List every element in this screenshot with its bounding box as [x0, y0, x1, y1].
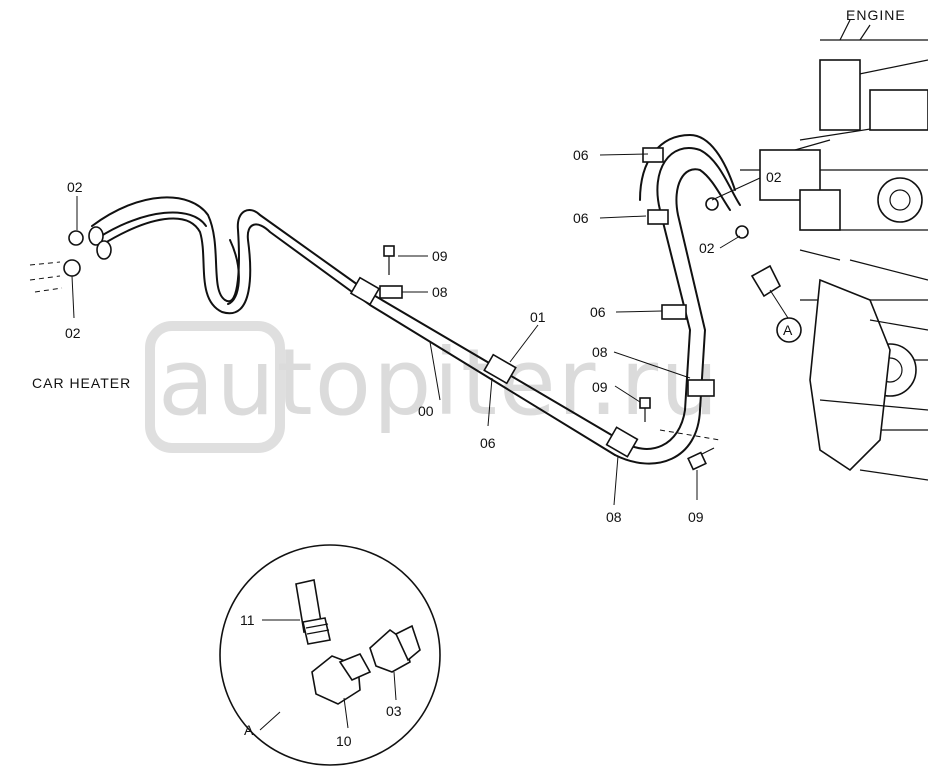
label-part-09-lower: 09 — [688, 509, 704, 525]
hose-end-lower — [96, 240, 112, 260]
label-part-10: 10 — [336, 733, 352, 749]
bolt-09-mid-head — [639, 397, 651, 409]
leader-lines — [71, 153, 761, 731]
label-part-09-upper: 09 — [432, 248, 448, 264]
clamp-06-center — [483, 353, 517, 385]
bolt-09-upper-head — [383, 245, 395, 257]
detail-a-view — [219, 544, 441, 766]
clamp-06-mid — [647, 209, 669, 225]
hose-band-02-top — [68, 230, 84, 246]
clamp-06-left — [349, 276, 381, 306]
main-hose — [614, 134, 741, 465]
engine-filter — [819, 59, 861, 131]
part-03-thread — [394, 624, 421, 662]
detail-callout: A — [769, 289, 802, 343]
label-part-02-bottom: 02 — [65, 325, 81, 341]
label-part-08-right: 08 — [592, 344, 608, 360]
hose-band-02-engine-a — [705, 197, 719, 211]
hose-end-upper — [88, 226, 104, 246]
label-part-06-center: 06 — [480, 435, 496, 451]
engine-head — [869, 89, 928, 131]
hose-band-02-bottom — [63, 259, 81, 277]
engine-thermostat — [799, 189, 841, 231]
label-part-08-lower: 08 — [606, 509, 622, 525]
clamp-08-lower — [605, 426, 639, 458]
detail-ref-circle — [776, 317, 802, 343]
engine-fan-blade — [809, 278, 891, 472]
label-part-11: 11 — [240, 612, 255, 628]
label-part-02-top: 02 — [67, 179, 83, 195]
clamp-06-low — [661, 304, 687, 320]
label-part-03: 03 — [386, 703, 402, 719]
labels: ENGINE CAR HEATER 02 02 02 02 09 08 01 0… — [32, 7, 906, 749]
clamp-06-top — [642, 147, 664, 163]
clamps — [63, 147, 782, 471]
engine-cap — [877, 177, 923, 223]
label-part-01: 01 — [530, 309, 546, 325]
watermark-logo-box — [145, 321, 285, 453]
label-part-02-engine-lower: 02 — [699, 240, 715, 256]
label-car-heater: CAR HEATER — [32, 375, 131, 391]
detail-ref-label: A — [783, 322, 793, 338]
clamp-08-right — [687, 379, 715, 397]
engine-illustration — [740, 19, 928, 481]
heater-hoses — [29, 196, 621, 456]
label-engine: ENGINE — [846, 7, 906, 23]
elbow-fitting-a — [750, 264, 782, 298]
detail-a-circle — [219, 544, 441, 766]
label-part-09-mid: 09 — [592, 379, 608, 395]
part-10-port — [338, 652, 372, 682]
watermark-text: autopiter.ru — [158, 329, 720, 436]
hose-band-02-engine-b — [735, 225, 749, 239]
label-part-06-low: 06 — [590, 304, 606, 320]
label-part-06-top: 06 — [573, 147, 589, 163]
clamp-08-upper — [379, 285, 403, 299]
label-part-08-upper: 08 — [432, 284, 448, 300]
bolt-09-lower-head — [687, 451, 707, 471]
label-part-02-engine-upper: 02 — [766, 169, 782, 185]
label-part-00: 00 — [418, 403, 434, 419]
label-detail-a: A — [244, 722, 254, 738]
label-part-06-mid: 06 — [573, 210, 589, 226]
